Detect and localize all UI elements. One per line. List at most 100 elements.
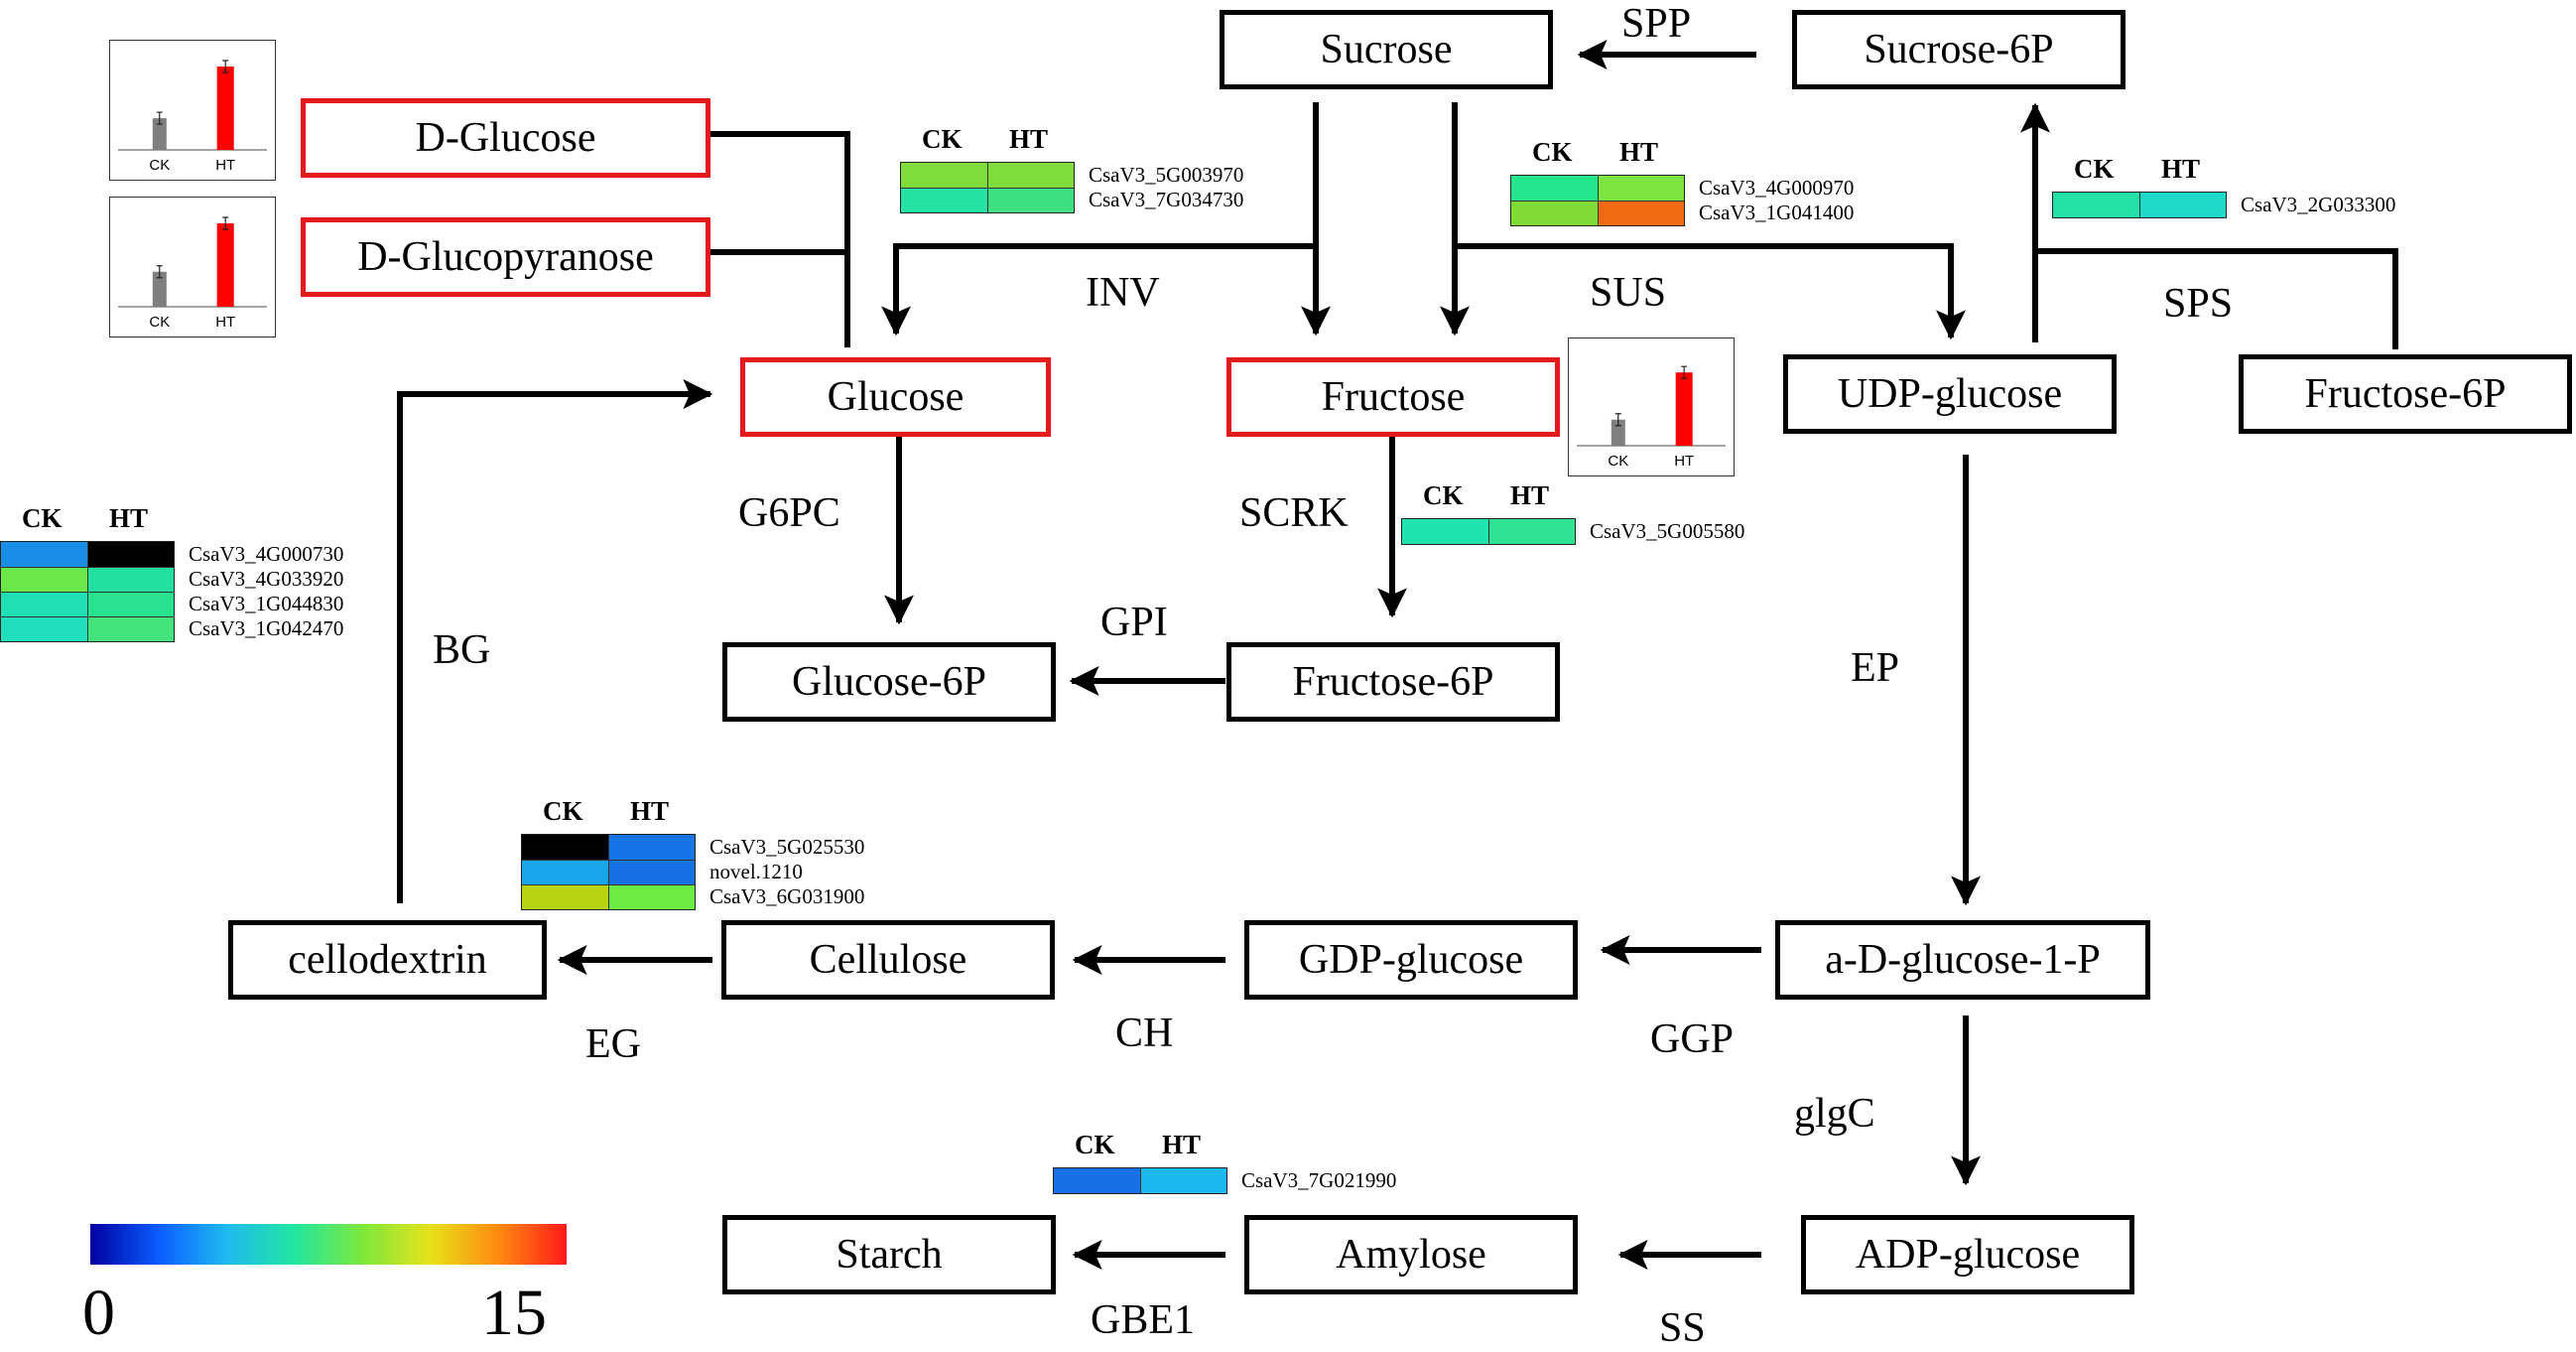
heatmap-cell [1,617,87,641]
gene-id-label: CsaV3_7G034730 [1089,188,1244,211]
heatmap-grid [900,162,1075,213]
heatmap-cell [986,163,1074,188]
gene-id-label: CsaV3_4G000730 [189,542,344,566]
heatmap-col-label: CK [22,503,63,533]
node-gdp-glucose: GDP-glucose [1244,920,1578,1000]
heatmap-cell [86,568,174,592]
heatmap-cell [607,861,695,884]
bar-ht [216,67,234,150]
heatmap-col-label: HT [1510,480,1550,510]
enzyme-bg: BG [433,627,491,673]
heatmap-col-label: CK [1075,1130,1115,1159]
error-bar [222,60,229,73]
heatmap-col-label: CK [543,796,583,826]
bar-category-label: HT [1674,453,1694,470]
heatmap-cell [522,885,608,909]
bar-category-label: CK [149,314,170,331]
gene-id-label: CsaV3_5G025530 [709,835,865,859]
enzyme-ch: CH [1115,1011,1174,1056]
bar-ck [152,118,167,150]
edge-sucrose-glucose [881,243,1316,337]
gene-id-label: CsaV3_4G000970 [1699,176,1855,200]
heatmap-col-label: HT [109,503,149,533]
gene-id-label: CsaV3_1G044830 [189,592,344,615]
heatmap-row [1,542,174,567]
heatmap-row [1,592,174,616]
enzyme-ep: EP [1851,645,1900,691]
heatmap-cell [986,189,1074,212]
edge-sucrose-udp [1455,243,1966,340]
enzyme-ggp: GGP [1650,1016,1735,1062]
barchart-fructose: CK HT [1568,338,1735,476]
node-sucrose-6p: Sucrose-6P [1792,10,2125,89]
bar-ht [1675,372,1693,446]
heatmap-col-label: HT [1009,124,1049,154]
heatmap-row [901,163,1074,188]
heatmap-cell [522,835,608,860]
edge-bg [397,379,713,903]
node-glucose: Glucose [740,357,1051,437]
gene-id-label: CsaV3_1G042470 [189,616,344,640]
heatmap-cell [2138,193,2226,217]
heatmap-row [522,835,695,860]
enzyme-inv: INV [1086,270,1160,316]
heatmap-grid [1053,1167,1227,1194]
heatmap-cell [1511,176,1598,201]
gene-id-label: CsaV3_7G021990 [1241,1168,1397,1192]
node-d-glucose: D-Glucose [301,98,710,178]
gene-id-label: CsaV3_4G033920 [189,567,344,591]
heatmap-cell [86,617,174,641]
node-amylose: Amylose [1244,1215,1578,1294]
heatmap-row [1,616,174,641]
heatmap-cell [1511,202,1598,225]
heatmap-row [2053,193,2226,217]
enzyme-scrk: SCRK [1239,490,1349,536]
heatmap-cell [1139,1168,1226,1193]
node-fructose: Fructose [1226,357,1560,437]
gene-id-label: CsaV3_1G041400 [1699,201,1855,224]
node-d-glucopyranose: D-Glucopyranose [301,217,710,297]
gene-id-label: CsaV3_5G003970 [1089,163,1244,187]
node-cellodextrin: cellodextrin [228,920,547,1000]
heatmap-row [1402,519,1575,544]
node-adp-glucose: ADP-glucose [1801,1215,2134,1294]
color-scale-min-label: 0 [82,1277,115,1349]
heatmap-cell [1402,519,1488,544]
heatmap-row [1054,1168,1226,1193]
color-scale-max-label: 15 [481,1277,547,1349]
heatmap-col-label: CK [1423,480,1464,510]
node-fructose-6p: Fructose-6P [1226,642,1560,722]
bar-category-label: CK [1608,453,1628,470]
heatmap-cell [901,163,987,188]
bar-ht [216,223,234,307]
heatmap-cell [607,835,695,860]
heatmap-row [901,188,1074,212]
gene-id-label: CsaV3_6G031900 [709,884,865,908]
node-sucrose: Sucrose [1220,10,1553,89]
error-bar [1614,413,1621,427]
enzyme-ss: SS [1659,1305,1706,1351]
error-bar [156,111,163,125]
heatmap-row [522,860,695,884]
gene-id-label: CsaV3_5G005580 [1590,519,1745,543]
heatmap-cell [86,542,174,567]
error-bar [1681,365,1688,379]
node-glucose-6p: Glucose-6P [722,642,1056,722]
heatmap-cell [901,189,987,212]
heatmap-grid [1401,518,1576,545]
edge-d-glucose [710,131,850,347]
heatmap-grid [2052,192,2227,218]
heatmap-cell [1,568,87,592]
enzyme-sus: SUS [1590,270,1667,316]
barchart-plot: CK HT [1577,365,1726,470]
heatmap-col-label: CK [922,124,963,154]
heatmap-cell [86,593,174,616]
heatmap-row [1511,176,1684,201]
enzyme-g6pc: G6PC [738,490,840,536]
node-starch: Starch [722,1215,1056,1294]
heatmap-cell [1597,176,1684,201]
